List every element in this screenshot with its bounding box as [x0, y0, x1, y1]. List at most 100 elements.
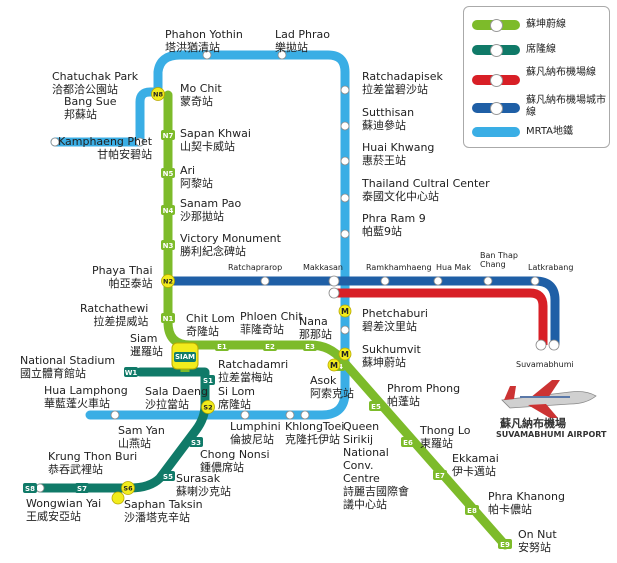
svg-text:M: M — [341, 350, 349, 359]
arl-makkasan-dot — [328, 287, 340, 299]
airport-name-en: SUVAMABHUMI AIRPORT — [496, 430, 607, 439]
interchange-code-n2: N2 — [161, 274, 175, 288]
station-code-e3: E3 — [303, 341, 317, 351]
mrt-station-dot — [202, 50, 212, 60]
station-makkasan: Makkasan — [303, 263, 343, 272]
svg-text:N3: N3 — [163, 242, 174, 250]
svg-text:S2: S2 — [203, 404, 212, 412]
station-code-e9: E9 — [498, 539, 512, 549]
svg-text:E3: E3 — [305, 343, 315, 351]
mrt-station-dot — [110, 410, 120, 420]
svg-text:SIAM: SIAM — [175, 353, 195, 361]
svg-text:W1: W1 — [125, 369, 138, 377]
svg-text:S6: S6 — [123, 485, 133, 493]
station-code-n7: N7 — [161, 130, 175, 140]
svg-text:N2: N2 — [163, 278, 173, 286]
arl-station-dot — [380, 276, 390, 286]
svg-text:N4: N4 — [163, 207, 174, 215]
station-code-n5: N5 — [161, 168, 175, 178]
svg-text:E7: E7 — [435, 472, 445, 480]
legend-item-sukhumvit: 蘇坤蔚線 — [472, 17, 607, 39]
mrt-station-dot — [135, 137, 145, 147]
mrt-station-dot — [340, 121, 350, 131]
interchange-saphan-taksin — [111, 491, 125, 505]
svg-text:N5: N5 — [163, 170, 174, 178]
interchange-phetchaburi: M — [338, 304, 352, 318]
legend-label: 蘇凡納布機場線 — [526, 67, 596, 78]
svg-text:N7: N7 — [163, 132, 174, 140]
interchange-sukhumvit: M — [338, 347, 352, 361]
station-code-s5: S5 — [161, 471, 175, 481]
interchange-siam: SIAM — [171, 342, 199, 370]
svg-text:N8: N8 — [153, 91, 163, 99]
arl-airport-dot — [548, 339, 560, 351]
svg-text:M: M — [330, 361, 338, 370]
station-latkrabang: Latkrabang — [528, 263, 574, 272]
arl-express-line — [335, 288, 548, 345]
svg-text:S1: S1 — [203, 377, 213, 385]
station-code-n4: N4 — [161, 205, 175, 215]
mrt-station-dot — [300, 410, 310, 420]
sukhumvit-line — [163, 90, 510, 550]
arl-station-dot — [260, 276, 270, 286]
mrt-station-dot — [340, 325, 350, 335]
mrt-station-dot — [340, 193, 350, 203]
airport-name: 蘇凡納布機場 — [500, 417, 566, 430]
svg-text:S7: S7 — [77, 485, 87, 493]
interchange-code-s6: S6 — [121, 481, 135, 495]
legend: 蘇坤蔚線 席隆線 蘇凡納布機場線 蘇凡納布機場城市線 MRTA地鐵 — [463, 6, 610, 148]
legend-label: 蘇凡納布機場城市線 — [526, 95, 606, 118]
station-code-n3: N3 — [161, 240, 175, 250]
airplane-icon — [501, 380, 597, 418]
station-code-n1: N1 — [161, 313, 175, 323]
station-code-e8: E8 — [465, 505, 479, 515]
mrt-station-dot — [340, 85, 350, 95]
station-ramkhamhaeng: Ramkhamhaeng — [366, 263, 432, 272]
svg-text:E2: E2 — [265, 343, 275, 351]
station-code-s8: S8 — [23, 483, 37, 493]
mrt-station-dot — [340, 156, 350, 166]
station-code-e7: E7 — [433, 470, 447, 480]
arl-station-dot — [483, 276, 493, 286]
svg-text:N1: N1 — [163, 315, 174, 323]
legend-item-mrt: MRTA地鐵 — [472, 125, 607, 139]
station-code-s7: S7 — [75, 483, 89, 493]
svg-text:E9: E9 — [500, 541, 510, 549]
station-ratchaprarop: Ratchaprarop — [228, 263, 283, 272]
station-code-s3: S3 — [189, 437, 203, 447]
svg-text:E1: E1 — [217, 343, 227, 351]
interchange-asok: M — [327, 358, 341, 372]
interchange-code-n8: N8 — [151, 87, 165, 101]
